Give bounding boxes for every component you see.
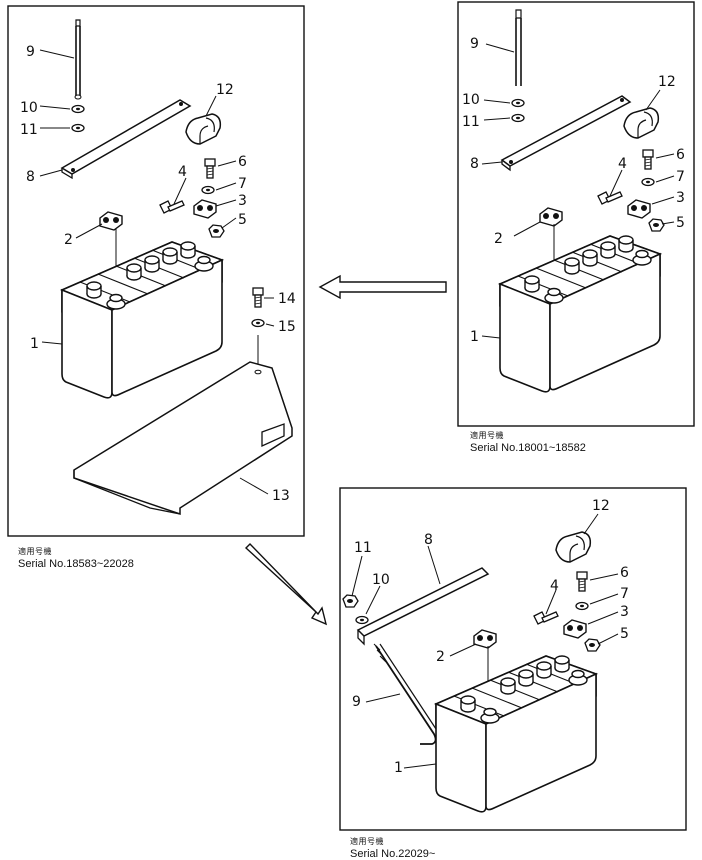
bolt-6 bbox=[576, 571, 588, 592]
main-panel-frame bbox=[7, 5, 305, 537]
label-1: 1 bbox=[394, 760, 403, 776]
label-11: 11 bbox=[20, 122, 38, 138]
label-5: 5 bbox=[238, 212, 247, 228]
clamp-3 bbox=[193, 199, 217, 219]
nut-5 bbox=[208, 224, 225, 238]
j-bolt-9 bbox=[373, 643, 439, 745]
label-12: 12 bbox=[216, 82, 234, 98]
washer-7 bbox=[201, 185, 215, 195]
main-caption-serial: Serial No.18583~22028 bbox=[18, 558, 134, 570]
clamp-3 bbox=[563, 619, 587, 639]
bolt-6 bbox=[204, 158, 216, 179]
terminal-cover-12 bbox=[623, 107, 660, 139]
washer-10 bbox=[71, 104, 85, 114]
lower-right-panel: 11 10 8 4 12 6 7 3 5 2 9 1 bbox=[339, 487, 687, 831]
label-8: 8 bbox=[26, 169, 35, 185]
label-10: 10 bbox=[462, 92, 480, 108]
bolt-4 bbox=[159, 200, 185, 214]
label-4: 4 bbox=[618, 156, 627, 172]
terminal-cover-12 bbox=[555, 531, 592, 563]
label-2: 2 bbox=[436, 649, 445, 665]
label-6: 6 bbox=[238, 154, 247, 170]
battery-1 bbox=[61, 241, 223, 399]
label-6: 6 bbox=[676, 147, 685, 163]
clamp-2 bbox=[539, 207, 563, 227]
washer-10 bbox=[511, 98, 525, 108]
arrow-upper-to-main bbox=[318, 274, 447, 300]
label-9: 9 bbox=[470, 36, 479, 52]
label-10: 10 bbox=[20, 100, 38, 116]
bolt-4 bbox=[597, 191, 623, 205]
upper-right-caption-serial: Serial No.18001~18582 bbox=[470, 442, 586, 454]
upper-right-caption: 適用号機 Serial No.18001~18582 bbox=[470, 430, 586, 454]
lower-right-caption-applicable: 適用号機 bbox=[350, 837, 384, 846]
label-3: 3 bbox=[620, 604, 629, 620]
lower-right-panel-frame bbox=[339, 487, 687, 831]
label-11: 11 bbox=[354, 540, 372, 556]
rod-9 bbox=[74, 19, 82, 100]
rod-9 bbox=[515, 9, 522, 86]
label-7: 7 bbox=[620, 586, 629, 602]
upper-right-panel: 9 10 11 8 4 12 6 7 3 5 2 1 bbox=[457, 1, 695, 427]
clamp-2 bbox=[99, 211, 123, 231]
hold-bracket-8 bbox=[356, 567, 490, 646]
label-11: 11 bbox=[462, 114, 480, 130]
bolt-14 bbox=[252, 287, 264, 308]
lower-right-caption: 適用号機 Serial No.22029~ bbox=[350, 836, 435, 860]
arrow-main-to-lower bbox=[244, 543, 328, 626]
label-1: 1 bbox=[470, 329, 479, 345]
battery-tray-13 bbox=[73, 361, 293, 516]
label-7: 7 bbox=[238, 176, 247, 192]
label-4: 4 bbox=[550, 578, 559, 594]
label-7: 7 bbox=[676, 169, 685, 185]
terminal-cover-12 bbox=[185, 113, 222, 145]
clamp-2 bbox=[473, 629, 497, 649]
battery-1 bbox=[435, 655, 597, 813]
label-12: 12 bbox=[592, 498, 610, 514]
lower-right-caption-serial: Serial No.22029~ bbox=[350, 848, 436, 860]
hold-bracket-8 bbox=[500, 95, 632, 172]
nut-11 bbox=[342, 594, 359, 608]
upper-right-caption-applicable: 適用号機 bbox=[470, 431, 504, 440]
label-15: 15 bbox=[278, 319, 296, 335]
label-3: 3 bbox=[676, 190, 685, 206]
label-2: 2 bbox=[494, 231, 503, 247]
upper-right-panel-frame bbox=[457, 1, 695, 427]
main-caption-applicable: 適用号機 bbox=[18, 547, 52, 556]
washer-10 bbox=[355, 615, 369, 625]
label-12: 12 bbox=[658, 74, 676, 90]
label-3: 3 bbox=[238, 193, 247, 209]
label-9: 9 bbox=[352, 694, 361, 710]
battery-1 bbox=[499, 235, 661, 393]
clamp-3 bbox=[627, 199, 651, 219]
washer-7 bbox=[641, 177, 655, 187]
nut-5 bbox=[648, 218, 665, 232]
washer-11 bbox=[511, 113, 525, 123]
bolt-6 bbox=[642, 149, 654, 170]
label-5: 5 bbox=[620, 626, 629, 642]
main-panel: 9 10 11 8 4 12 6 7 3 5 2 1 14 15 13 bbox=[7, 5, 305, 537]
label-10: 10 bbox=[372, 572, 390, 588]
label-4: 4 bbox=[178, 164, 187, 180]
label-5: 5 bbox=[676, 215, 685, 231]
label-14: 14 bbox=[278, 291, 296, 307]
main-caption: 適用号機 Serial No.18583~22028 bbox=[18, 546, 134, 570]
label-8: 8 bbox=[424, 532, 433, 548]
label-2: 2 bbox=[64, 232, 73, 248]
washer-15 bbox=[251, 318, 265, 328]
label-1: 1 bbox=[30, 336, 39, 352]
label-6: 6 bbox=[620, 565, 629, 581]
label-13: 13 bbox=[272, 488, 290, 504]
nut-5 bbox=[584, 638, 601, 652]
washer-7 bbox=[575, 601, 589, 611]
label-9: 9 bbox=[26, 44, 35, 60]
washer-11 bbox=[71, 123, 85, 133]
label-8: 8 bbox=[470, 156, 479, 172]
